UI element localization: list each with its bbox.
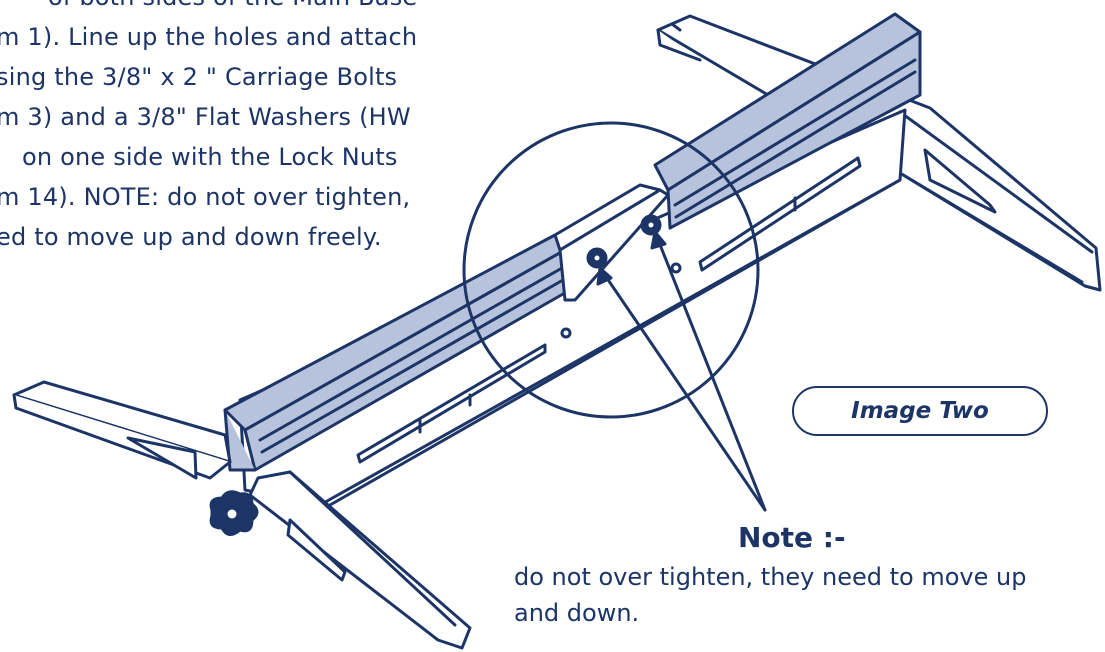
front-left-leg bbox=[12, 380, 232, 480]
front-right-leg bbox=[248, 470, 472, 650]
instruction-line: of both sides of the Main Base bbox=[48, 0, 417, 12]
note-body: do not over tighten, they need to move u… bbox=[514, 559, 1105, 652]
upper-rail bbox=[223, 12, 922, 472]
instruction-line: m 14). NOTE: do not over tighten, bbox=[0, 183, 411, 211]
figure-label: Image Two bbox=[851, 398, 989, 424]
note-pointer-lines bbox=[596, 230, 767, 512]
main-base-beam bbox=[238, 108, 907, 507]
note-title: Note :- bbox=[738, 521, 846, 554]
assembly-instructions: of both sides of the Main Base m 1). Lin… bbox=[0, 0, 500, 260]
note-line: and down. bbox=[514, 599, 640, 627]
instruction-line: on one side with the Lock Nuts bbox=[22, 143, 398, 171]
instruction-line: ed to move up and down freely. bbox=[0, 223, 382, 251]
detail-magnifier-circle bbox=[462, 121, 760, 419]
instruction-line: sing the 3/8" x 2 " Carriage Bolts bbox=[0, 63, 398, 91]
carriage-bolts bbox=[586, 214, 662, 269]
instruction-line: m 1). Line up the holes and attach bbox=[0, 23, 418, 51]
instruction-line: m 3) and a 3/8" Flat Washers (HW bbox=[0, 103, 411, 131]
note-line: do not over tighten, they need to move u… bbox=[514, 563, 1027, 591]
figure-label-badge: Image Two bbox=[792, 386, 1048, 436]
adjustment-knob-icon bbox=[209, 490, 259, 536]
